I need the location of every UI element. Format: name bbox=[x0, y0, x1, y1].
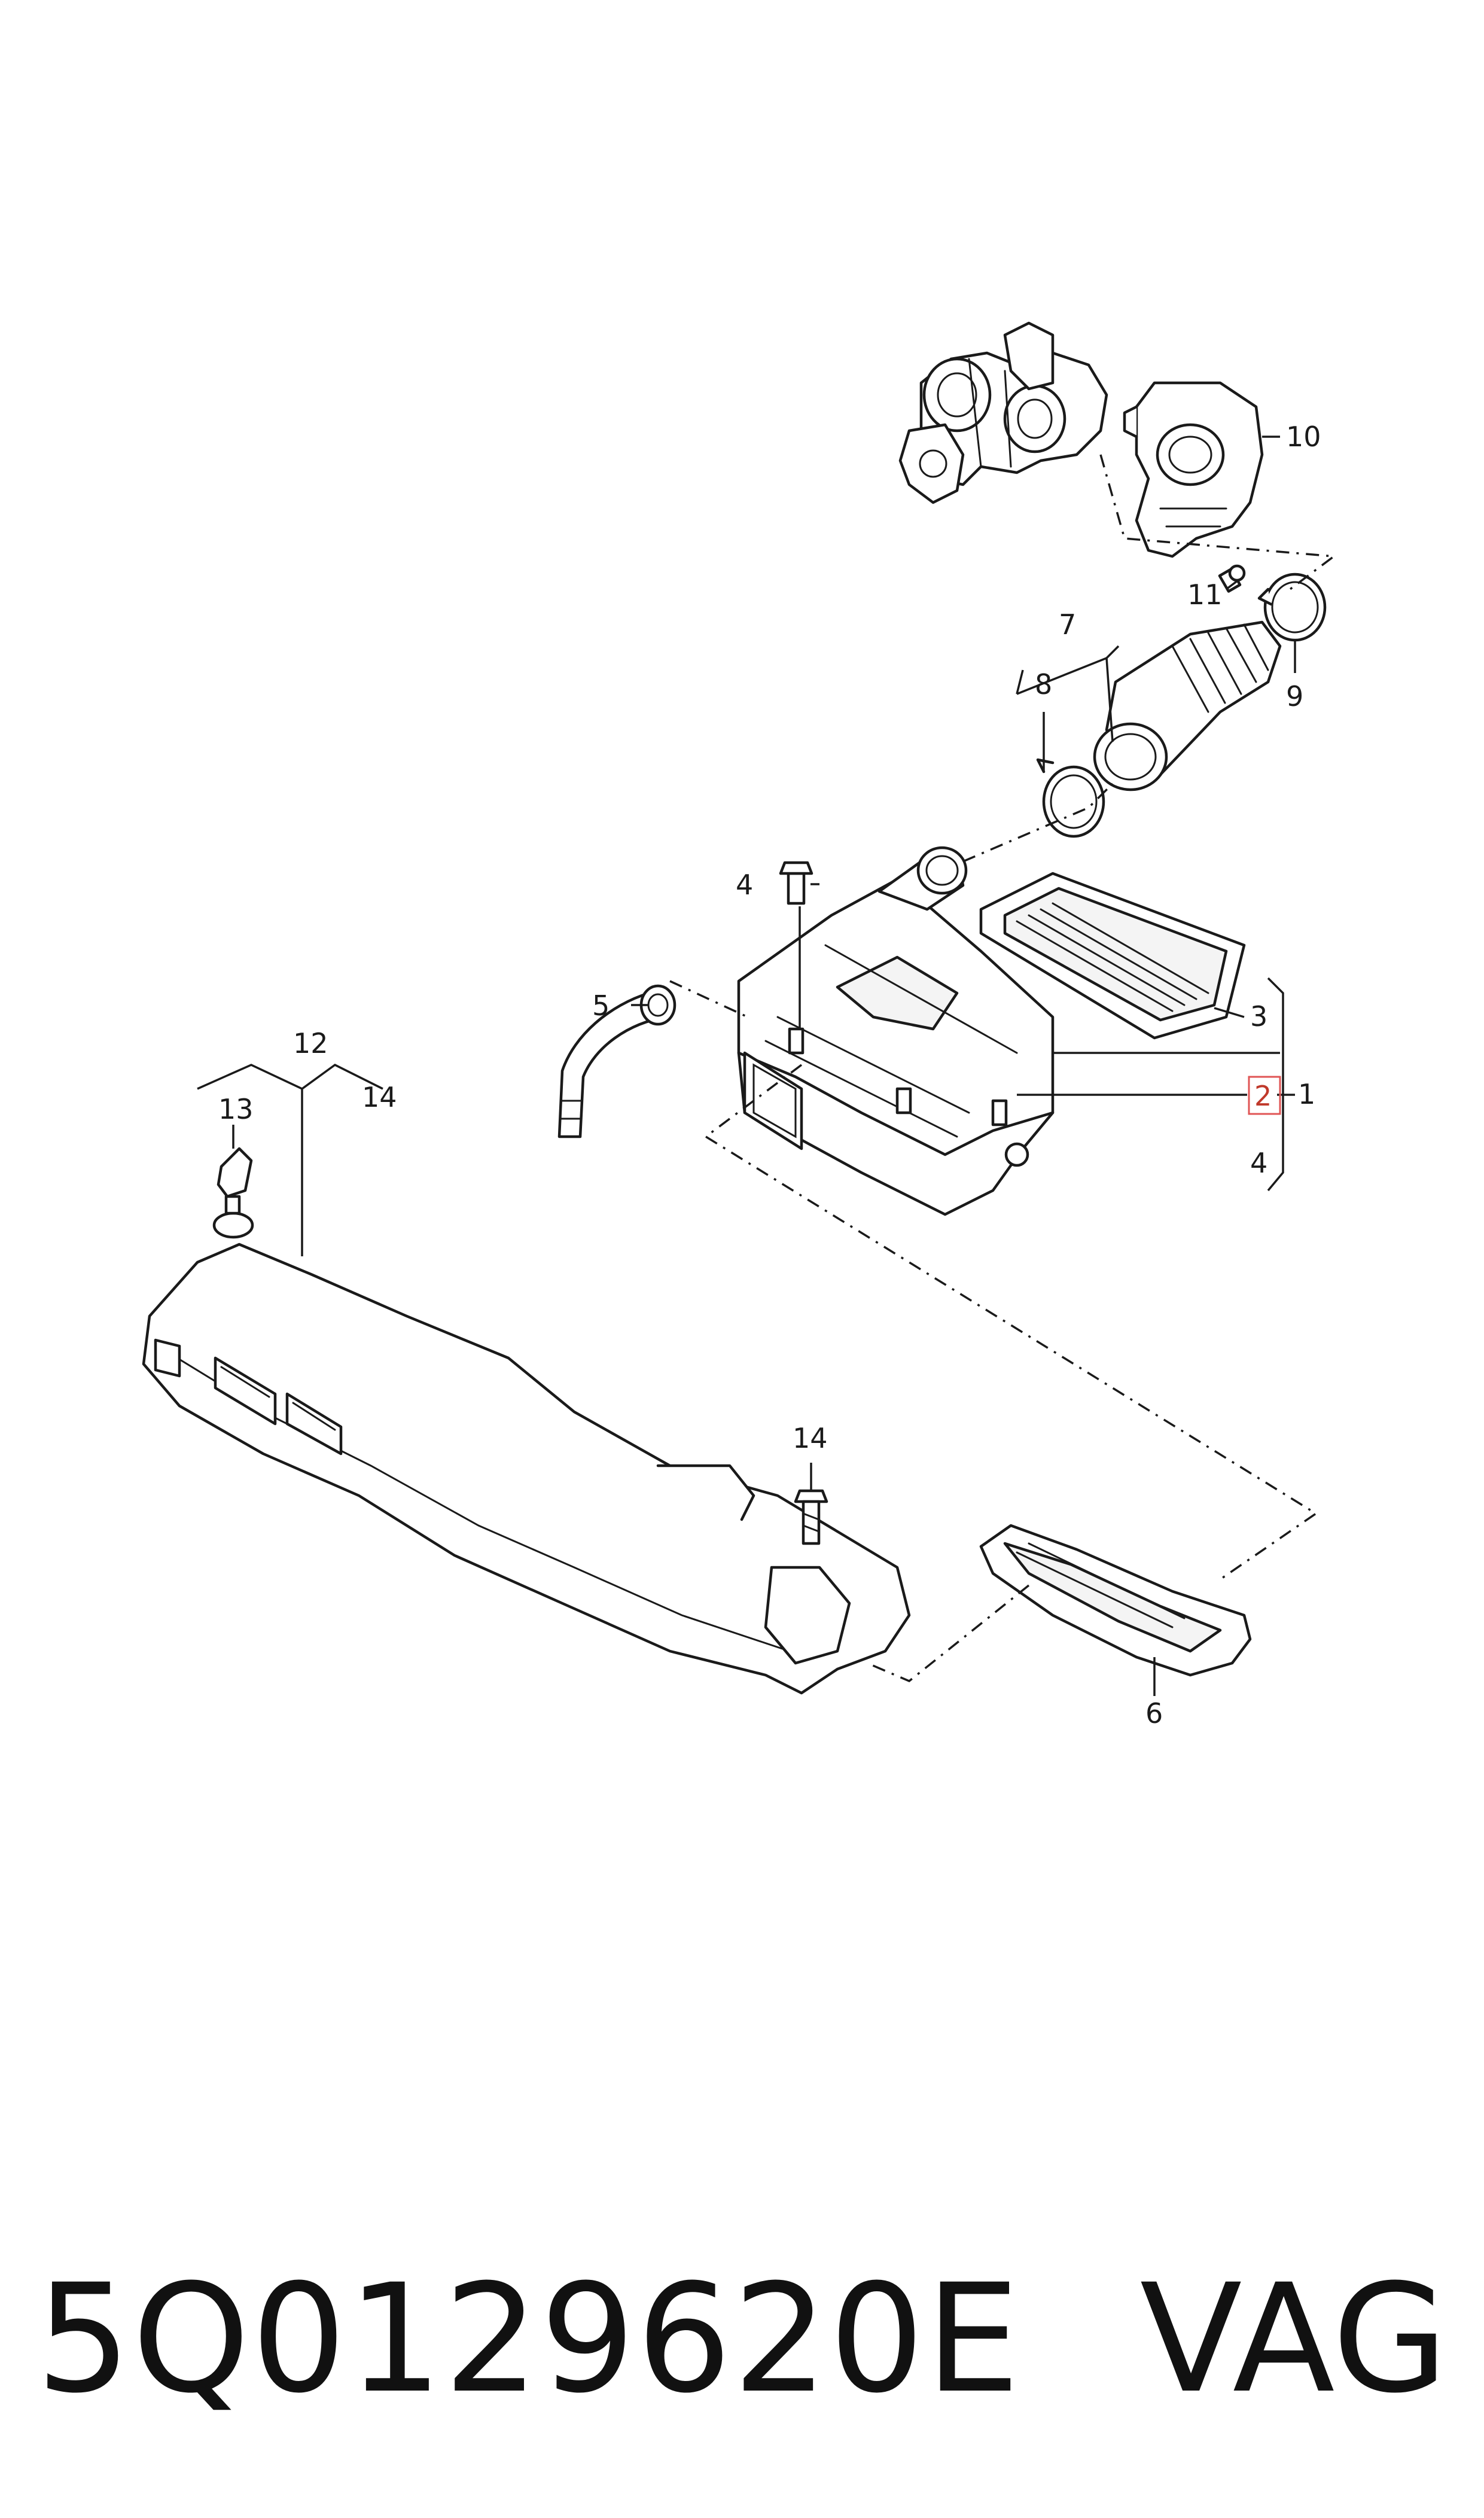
bolt-part-11 bbox=[1218, 564, 1246, 593]
intake-hose-part-7 bbox=[1093, 620, 1282, 791]
callout-14-lower: 14 bbox=[793, 1422, 828, 1454]
callout-4-upper: 4 bbox=[736, 869, 753, 901]
breather-hose-part-5 bbox=[557, 984, 677, 1138]
hose-clamp-part-9 bbox=[1257, 573, 1327, 642]
leader-lines bbox=[197, 436, 1296, 1696]
callout-4-lower: 4 bbox=[1250, 1147, 1267, 1179]
assembly-lines bbox=[669, 454, 1337, 1683]
intake-scoop-part-6 bbox=[979, 1524, 1252, 1677]
callout-13: 13 bbox=[218, 1093, 254, 1125]
callout-10: 10 bbox=[1286, 421, 1321, 453]
callout-2-highlight-box bbox=[1248, 1076, 1281, 1115]
air-intake-duct-part-12 bbox=[142, 1211, 911, 1695]
callout-2: 2 bbox=[1254, 1080, 1272, 1112]
turbo-housing bbox=[898, 321, 1108, 504]
exploded-view-drawing: 10 11 9 7 8 4 5 3 1 2 4 12 13 14 14 6 bbox=[142, 321, 1337, 1730]
callout-8: 8 bbox=[1035, 668, 1052, 701]
air-filter-housing-part-1 bbox=[737, 846, 1055, 1216]
callout-14-upper: 14 bbox=[362, 1081, 397, 1113]
bolt-part-4 bbox=[779, 861, 813, 905]
part-number: 5Q0129620E bbox=[36, 2252, 1022, 2426]
brand-name: VAG bbox=[1139, 2252, 1448, 2426]
callout-6: 6 bbox=[1145, 1697, 1163, 1730]
callout-12: 12 bbox=[293, 1027, 328, 1059]
callout-1: 1 bbox=[1298, 1078, 1315, 1110]
callout-9: 9 bbox=[1286, 680, 1303, 713]
callout-11: 11 bbox=[1187, 578, 1223, 611]
air-filter-element-part-3 bbox=[979, 872, 1246, 1040]
hose-clamp-part-8 bbox=[1036, 758, 1105, 838]
callout-3: 3 bbox=[1250, 1000, 1267, 1033]
bolt-part-14 bbox=[794, 1489, 828, 1545]
footer: 5Q0129620E VAG bbox=[0, 2249, 1484, 2429]
intake-resonator-part-10 bbox=[1123, 381, 1264, 558]
clip-part-13 bbox=[217, 1147, 253, 1215]
callout-5: 5 bbox=[592, 989, 610, 1022]
callout-7: 7 bbox=[1059, 608, 1076, 641]
